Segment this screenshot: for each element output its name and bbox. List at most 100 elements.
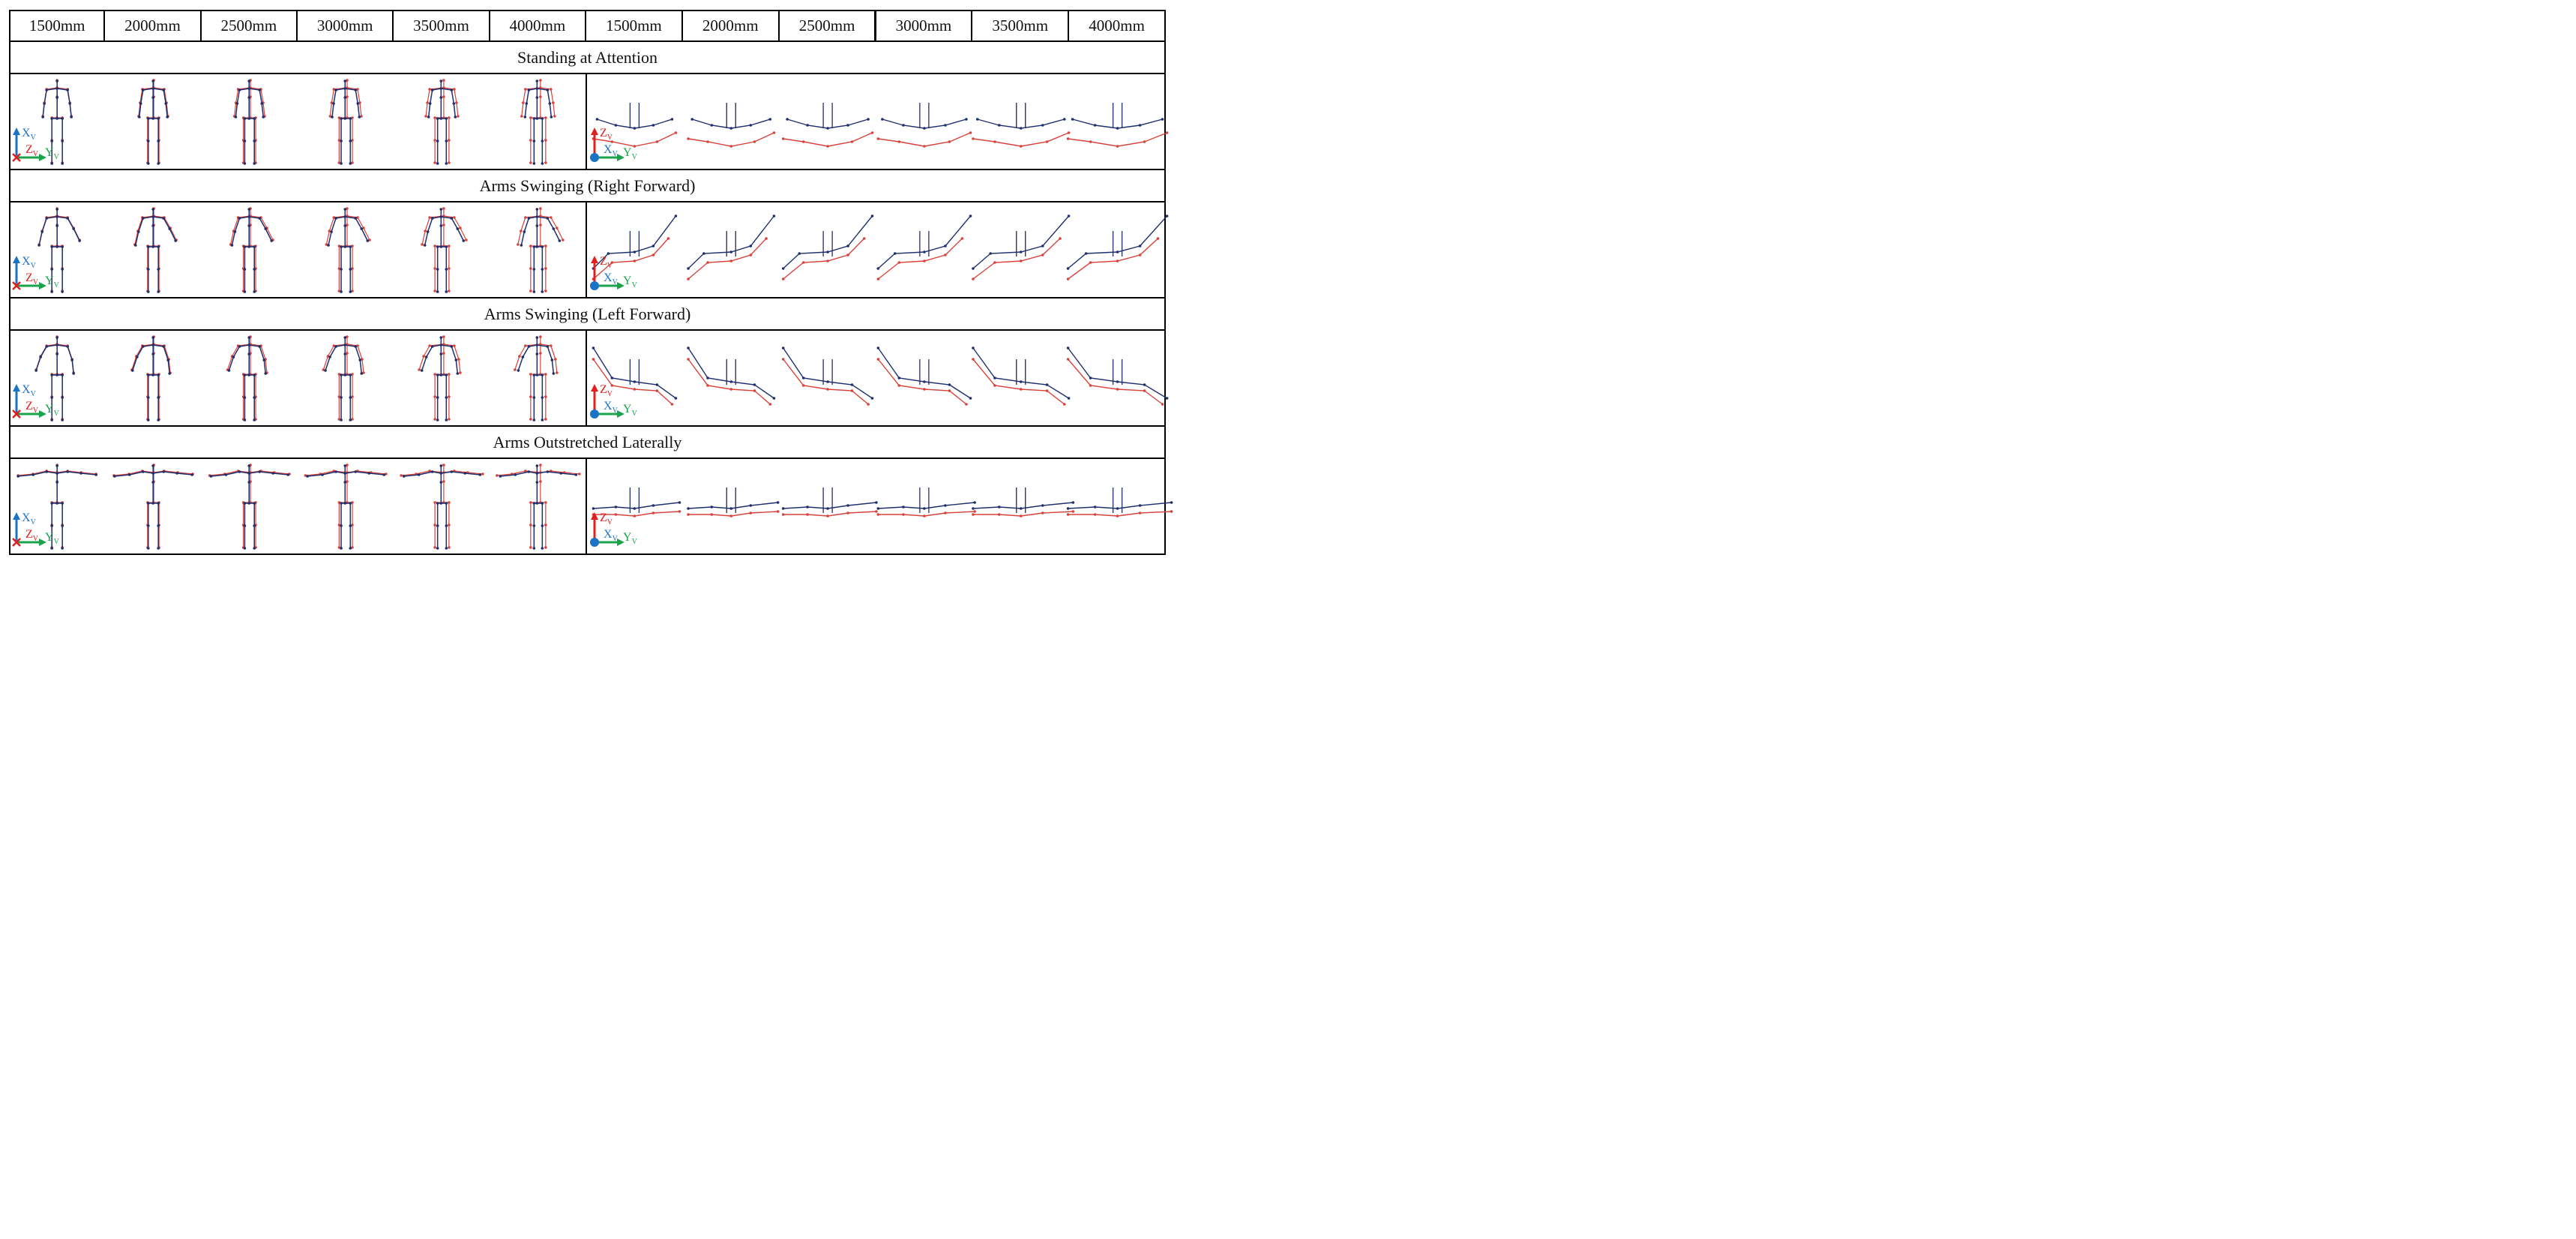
front-view-skeleton bbox=[322, 335, 365, 422]
joint bbox=[142, 88, 145, 92]
joint bbox=[78, 239, 81, 242]
bone bbox=[46, 470, 58, 473]
joint bbox=[687, 137, 690, 140]
bone bbox=[335, 344, 346, 347]
joint bbox=[61, 396, 64, 399]
joint bbox=[79, 472, 82, 475]
joint bbox=[532, 268, 536, 271]
joint bbox=[322, 368, 325, 371]
top-view-skeleton bbox=[876, 103, 972, 148]
joint bbox=[517, 369, 520, 372]
bone bbox=[132, 356, 138, 371]
front-view-skeleton bbox=[34, 335, 75, 422]
out-axis-label: XV bbox=[604, 528, 619, 543]
joint bbox=[846, 244, 849, 248]
joint bbox=[68, 102, 71, 105]
bone bbox=[549, 103, 553, 118]
joint bbox=[457, 115, 460, 118]
joint bbox=[253, 268, 256, 271]
front-view-skeleton bbox=[517, 207, 565, 293]
joint bbox=[710, 513, 714, 516]
joint bbox=[772, 214, 776, 218]
joint bbox=[157, 245, 160, 248]
bone bbox=[441, 88, 452, 91]
joint bbox=[340, 117, 343, 120]
joint bbox=[346, 207, 349, 210]
up-axis-arrowhead bbox=[13, 256, 20, 263]
bone bbox=[46, 88, 58, 91]
joint bbox=[522, 101, 525, 104]
bone bbox=[163, 89, 166, 104]
joint bbox=[524, 88, 527, 91]
joint bbox=[436, 502, 439, 505]
joint bbox=[1143, 383, 1146, 386]
joint bbox=[633, 388, 637, 391]
joint bbox=[517, 243, 520, 246]
bone bbox=[57, 88, 68, 91]
joint bbox=[41, 116, 44, 118]
bone bbox=[550, 88, 554, 104]
joint bbox=[448, 501, 451, 504]
joint bbox=[147, 396, 150, 399]
joint bbox=[527, 470, 531, 473]
joint bbox=[50, 140, 53, 142]
bone bbox=[57, 216, 68, 219]
bone bbox=[140, 89, 144, 104]
bone bbox=[163, 471, 178, 474]
joint bbox=[50, 117, 53, 120]
joint bbox=[72, 227, 75, 230]
joint bbox=[349, 117, 352, 120]
top-view-skeleton bbox=[687, 346, 776, 406]
skeleton-series-b bbox=[972, 214, 1071, 270]
bone bbox=[345, 88, 356, 91]
joint bbox=[306, 475, 309, 478]
bone bbox=[432, 88, 442, 91]
joint bbox=[1041, 512, 1044, 514]
joint bbox=[445, 418, 448, 422]
joint bbox=[238, 345, 241, 348]
out-axis-cross-icon bbox=[12, 153, 21, 162]
joint bbox=[360, 115, 363, 118]
joint bbox=[550, 344, 553, 347]
arm-line bbox=[1068, 511, 1172, 517]
joint bbox=[1062, 118, 1066, 121]
joint bbox=[351, 501, 354, 504]
joint bbox=[351, 290, 354, 292]
joint bbox=[610, 384, 614, 387]
joint bbox=[433, 546, 436, 549]
skeleton-series-b bbox=[331, 80, 361, 165]
bone bbox=[327, 345, 334, 357]
top-view-skeleton bbox=[687, 488, 780, 518]
joint bbox=[430, 88, 434, 92]
bone bbox=[500, 474, 516, 477]
joint bbox=[147, 117, 150, 120]
joint bbox=[286, 473, 290, 476]
joint bbox=[529, 290, 532, 292]
joint bbox=[164, 102, 167, 105]
joint bbox=[806, 506, 809, 508]
joint bbox=[55, 245, 58, 248]
joint bbox=[944, 504, 947, 507]
joint bbox=[442, 224, 445, 226]
joint bbox=[535, 224, 539, 227]
front-view-skeleton bbox=[400, 464, 484, 550]
joint bbox=[424, 230, 427, 232]
skeleton-series-b bbox=[113, 464, 193, 550]
joint bbox=[55, 96, 58, 99]
up-axis-arrowhead bbox=[13, 384, 20, 392]
joint bbox=[1066, 507, 1070, 510]
joint bbox=[147, 162, 150, 165]
joint bbox=[190, 473, 193, 476]
bone bbox=[228, 356, 235, 371]
joint bbox=[876, 358, 880, 361]
joint bbox=[358, 116, 361, 118]
bone bbox=[142, 88, 154, 91]
joint bbox=[496, 474, 499, 477]
bone bbox=[265, 358, 268, 374]
joint bbox=[550, 216, 553, 219]
out-axis-label: XV bbox=[604, 143, 619, 158]
joint bbox=[527, 217, 531, 220]
top-view-skeleton bbox=[876, 488, 976, 518]
joint bbox=[243, 547, 247, 550]
joint bbox=[1066, 358, 1070, 361]
